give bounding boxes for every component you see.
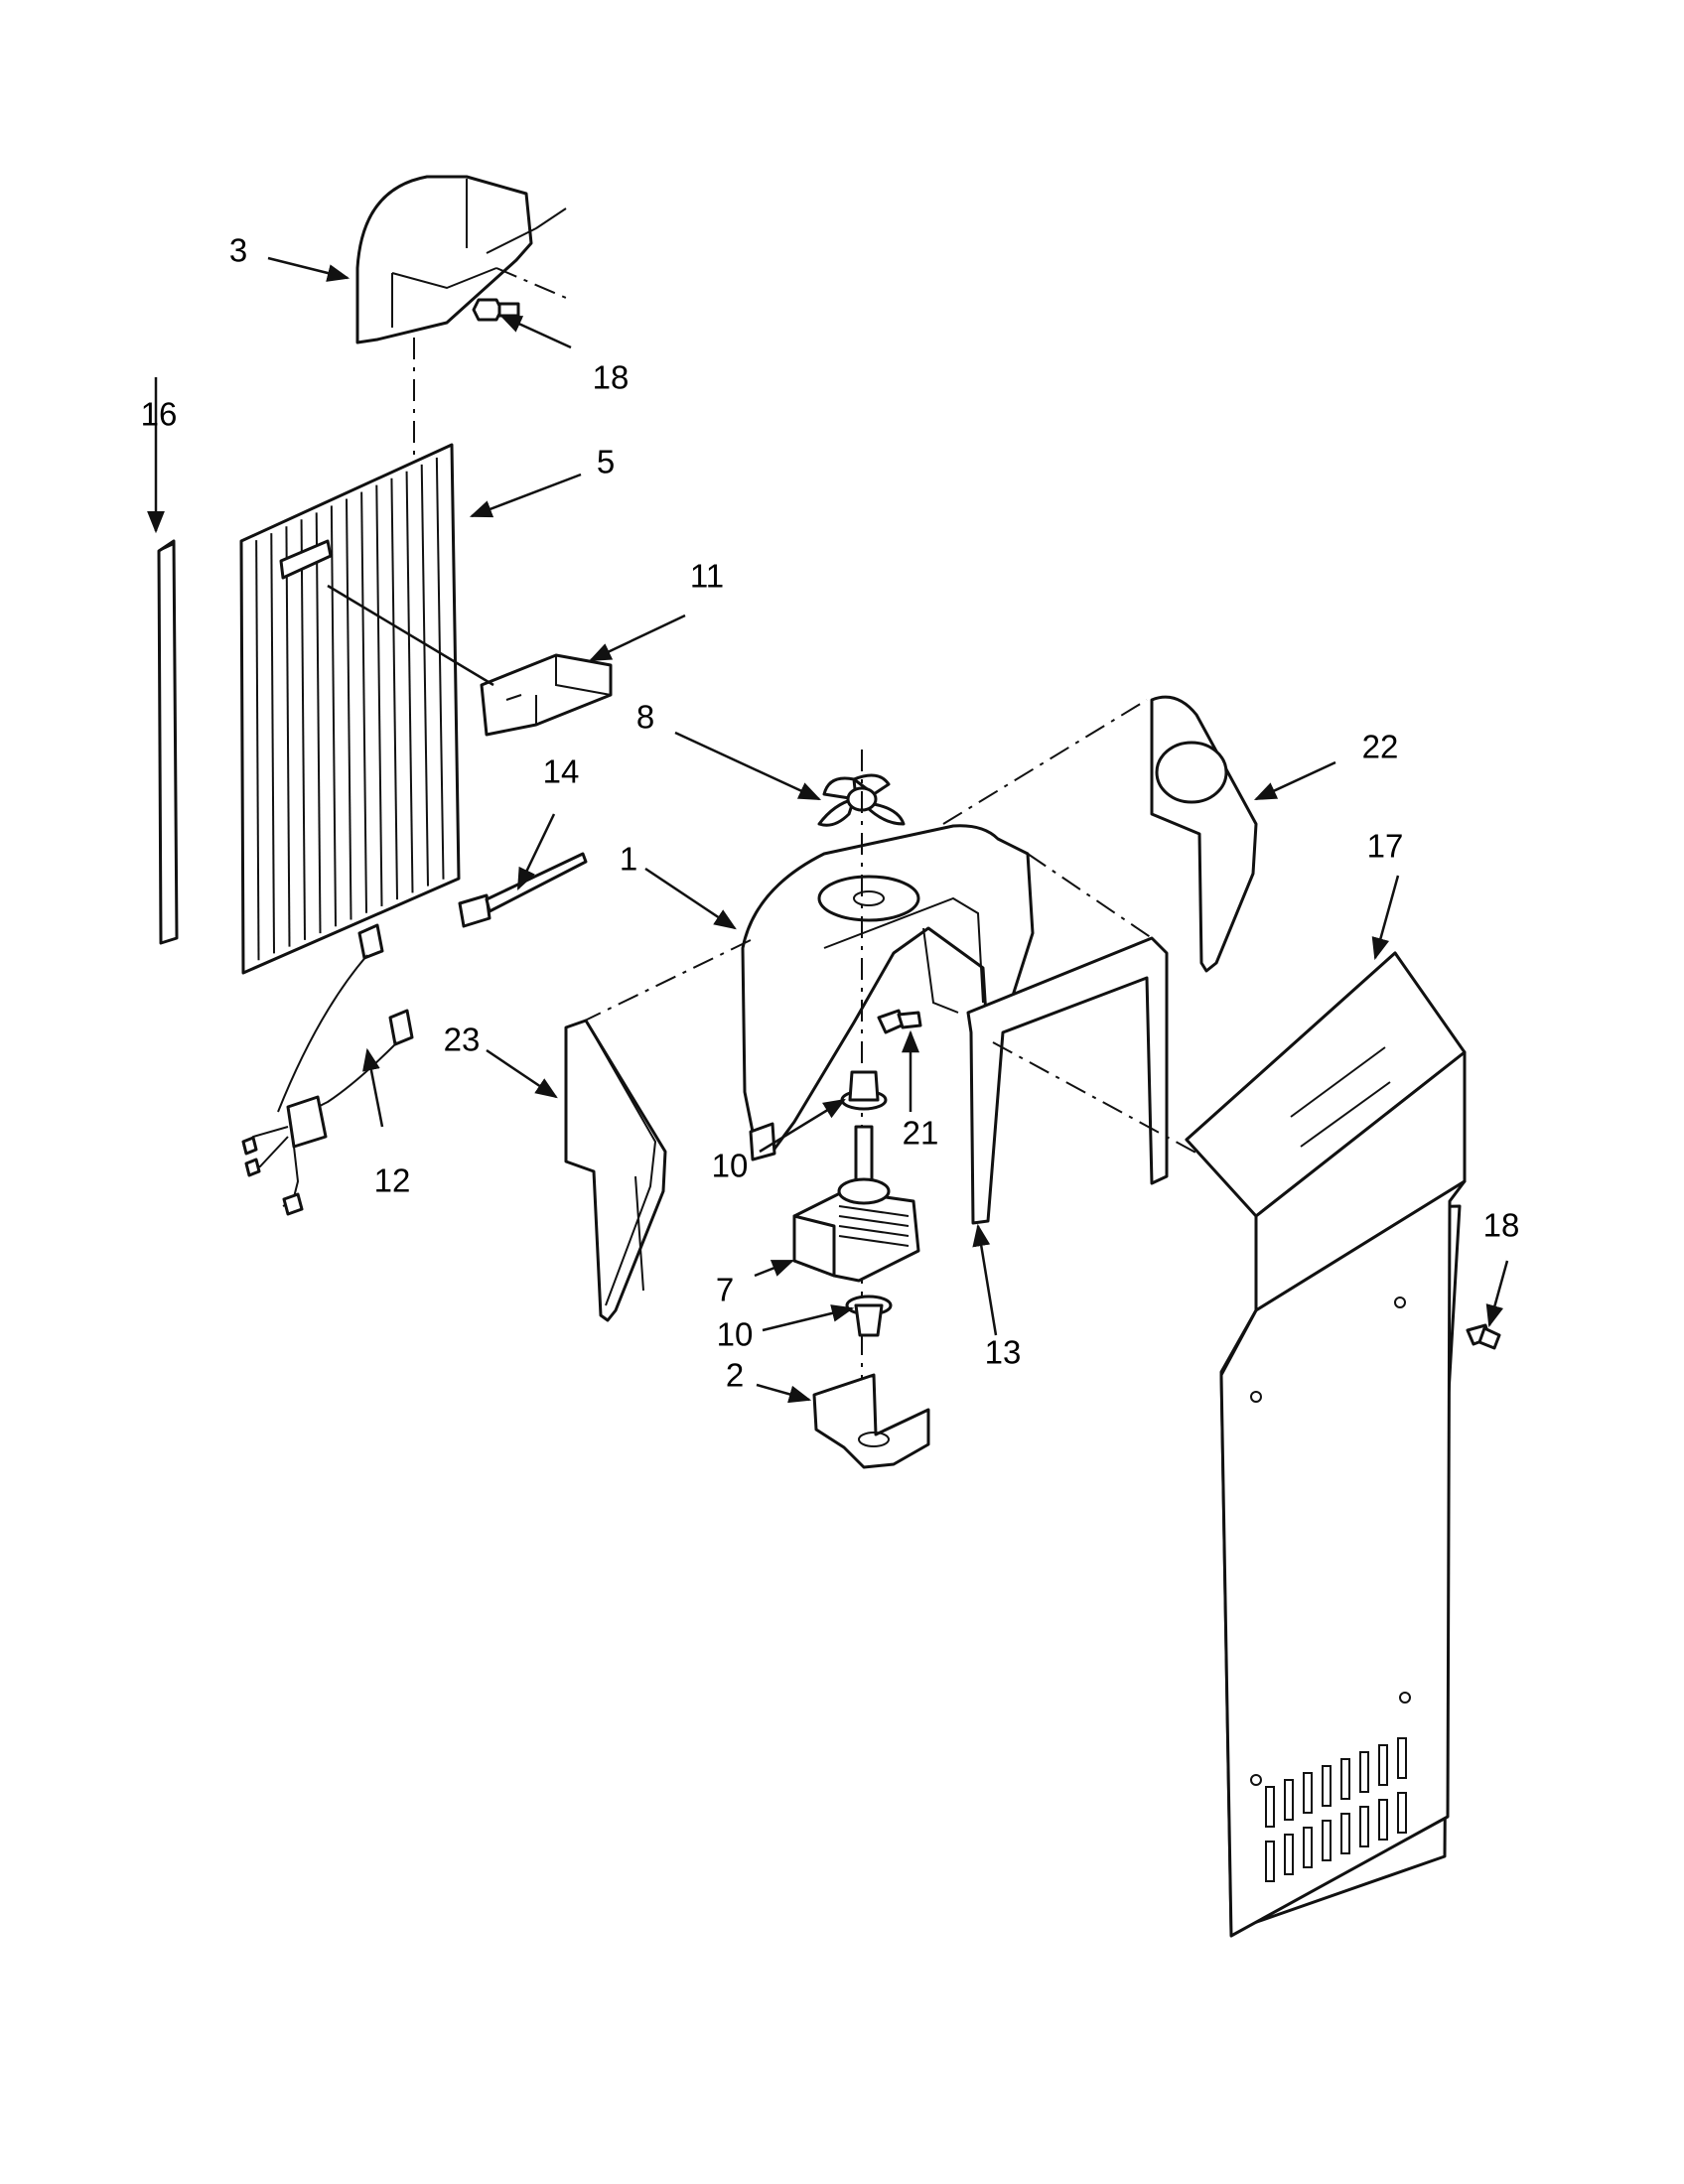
evaporator-fin — [435, 457, 445, 880]
vent-slot — [1359, 1806, 1369, 1847]
callout-7: 7 — [716, 1272, 734, 1308]
part-1-fan-shroud — [741, 824, 1035, 1161]
part-2-motor-bracket — [812, 1373, 930, 1469]
part-14-cable-tie — [458, 852, 588, 928]
callout-leaders — [147, 256, 1509, 1404]
evaporator-fin — [255, 540, 260, 961]
vent-slot — [1303, 1772, 1313, 1814]
part-7-fan-motor — [792, 1125, 920, 1283]
vent-slot — [1303, 1827, 1313, 1868]
vent-slot — [1397, 1737, 1407, 1779]
part-17-air-duct-cover — [1185, 951, 1467, 1938]
evaporator-fin — [285, 526, 291, 947]
callout-12: 12 — [374, 1162, 411, 1199]
callout-18-upper: 18 — [593, 359, 630, 396]
callout-5: 5 — [597, 444, 615, 480]
vent-slot — [1378, 1744, 1388, 1786]
callout-23: 23 — [444, 1022, 481, 1058]
callout-22: 22 — [1362, 729, 1399, 765]
alignment-line-1-22 — [942, 699, 1148, 825]
vent-slot — [1340, 1813, 1350, 1854]
part-13-u-channel — [966, 936, 1169, 1225]
vent-slot — [1378, 1799, 1388, 1841]
duct-vent-slots — [1265, 1737, 1407, 1882]
part-21-screw — [877, 1009, 922, 1034]
vent-slot — [1322, 1765, 1332, 1807]
callout-1: 1 — [620, 841, 637, 878]
part-18-screw-upper — [472, 298, 520, 322]
evaporator-fin — [405, 471, 414, 893]
evaporator-fin — [346, 498, 352, 920]
callout-13: 13 — [985, 1334, 1022, 1371]
callout-10-lower: 10 — [717, 1316, 754, 1353]
evaporator-fin — [300, 519, 306, 940]
callout-21: 21 — [903, 1115, 939, 1152]
callout-11: 11 — [690, 558, 724, 595]
callout-10-upper: 10 — [712, 1148, 749, 1184]
alignment-line-23-1 — [580, 937, 756, 1024]
evaporator-fin — [390, 478, 398, 900]
vent-slot — [1265, 1841, 1275, 1882]
callout-8: 8 — [636, 699, 654, 736]
vent-slot — [1397, 1792, 1407, 1834]
vent-slot — [1340, 1758, 1350, 1800]
callout-3: 3 — [229, 232, 247, 269]
alignment-line-1-13 — [1027, 853, 1153, 939]
vent-slot — [1284, 1834, 1294, 1875]
callout-17: 17 — [1367, 828, 1404, 865]
vent-slot — [1359, 1751, 1369, 1793]
evaporator-fins — [255, 457, 445, 961]
vent-slot — [1265, 1786, 1275, 1828]
part-10-grommet-lower — [845, 1295, 893, 1337]
part-16-seal-strip — [157, 539, 179, 945]
evaporator-fin — [375, 484, 383, 906]
evaporator-fin — [420, 464, 429, 887]
part-11-thermistor-bracket — [327, 584, 613, 737]
vent-slot — [1322, 1820, 1332, 1861]
part-22-right-baffle — [1150, 695, 1258, 973]
alignment-line-1-17 — [992, 1041, 1222, 1167]
part-10-grommet-upper — [840, 1070, 888, 1111]
part-23-left-baffle — [564, 1019, 667, 1322]
callout-labels: 3 18 16 5 11 8 14 1 22 17 23 12 10 21 7 … — [141, 232, 1520, 1394]
part-18-screw-right — [1466, 1323, 1501, 1350]
callout-16: 16 — [141, 396, 178, 433]
callout-2: 2 — [726, 1357, 744, 1394]
evaporator-fin — [315, 512, 322, 934]
part-3-air-duct-cover — [355, 175, 567, 344]
vent-slot — [1284, 1779, 1294, 1821]
callout-14: 14 — [543, 753, 580, 790]
part-5-evaporator-panel — [239, 443, 461, 975]
evaporator-fin — [360, 491, 367, 913]
evaporator-fin — [330, 505, 337, 927]
evaporator-fin — [270, 533, 275, 954]
callout-18-right: 18 — [1483, 1207, 1520, 1244]
